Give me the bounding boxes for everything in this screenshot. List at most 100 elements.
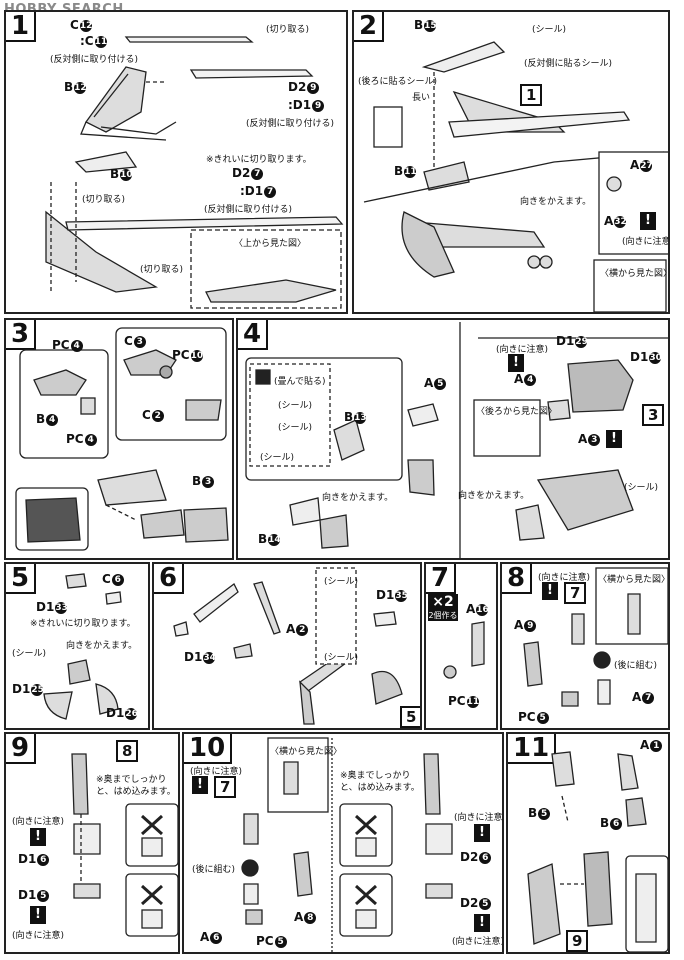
caution-note: (向きに注意) [454, 813, 504, 823]
label-a16: A16 [466, 602, 489, 616]
caution-icon: ! [474, 824, 490, 842]
label-d1-26: D126 [106, 706, 138, 720]
seal-note: (シール) [624, 483, 659, 493]
step-number: 3 [6, 320, 37, 350]
step-number: 9 [6, 734, 37, 764]
step-2-panel: 2 B15 (シール) (反対側に貼るシール) (後ろに貼るシール) 長い 1 … [352, 10, 670, 314]
step-number: 4 [238, 320, 269, 350]
legend-seal-ka: (シール) [278, 423, 313, 433]
note-reverse: (反対側に取り付ける) [204, 205, 293, 215]
legend-fold: (畳んで貼る) [274, 377, 326, 387]
ref-step-8: 8 [116, 740, 139, 762]
caution-note: (向きに注意) [538, 573, 591, 583]
make-two-note: 2個作る [428, 611, 458, 620]
caution-icon: ! [192, 776, 208, 794]
caution-icon: ! [542, 582, 558, 600]
seal-note: (シール) [12, 649, 47, 659]
caution-note: (向きに注意) [622, 237, 670, 247]
caution-note: (向きに注意) [452, 937, 504, 947]
top-view-caption: 〈上から見た図〉 [234, 239, 307, 249]
caution-icon: ! [30, 906, 46, 924]
side-view-caption: 〈横から見た図〉 [600, 269, 670, 279]
caution-icon: ! [606, 430, 622, 448]
step-4-drawing [245, 322, 668, 558]
step-7-drawing [443, 621, 485, 679]
step-11-drawing [527, 751, 668, 952]
caution-icon: ! [508, 354, 524, 372]
step-8-drawing [523, 567, 668, 707]
legend-seal-u: (シール) [278, 401, 313, 411]
seal-note: (シール) [324, 577, 359, 587]
step-number: 10 [184, 734, 233, 764]
step-number: 7 [426, 564, 457, 594]
ref-step-7: 7 [214, 776, 237, 798]
ref-step-5: 5 [400, 706, 420, 728]
press-in-note: ※奥までしっかりと、はめ込みます。 [340, 771, 420, 793]
step-1-drawing [45, 36, 344, 309]
label-b11: B11 [394, 164, 417, 178]
back-assembly-note: (後に組む) [614, 661, 658, 671]
label-c12: C12 [70, 18, 93, 32]
step-number: 8 [502, 564, 533, 594]
label-d1-33: D133 [36, 600, 68, 614]
label-pc11: PC11 [448, 694, 480, 708]
step-number: 5 [6, 564, 37, 594]
note-reverse: (反対側に取り付ける) [50, 55, 139, 65]
note-back-seal: (後ろに貼るシール) [358, 77, 438, 87]
turn-note: 向きをかえます。 [66, 641, 138, 651]
step-7-panel: 7 ×2 2個作る A16 PC11 [424, 562, 498, 730]
step-6-drawing [173, 567, 403, 725]
caution-icon: ! [640, 212, 656, 230]
label-d1-35: D135 [376, 588, 408, 602]
turn-note: 向きをかえます。 [322, 493, 394, 503]
label-pc10: PC10 [172, 348, 204, 362]
label-b12: B12 [64, 80, 87, 94]
caution-note: (向きに注意) [12, 931, 65, 941]
note-clean-cut: ※きれいに切り取ります。 [206, 155, 312, 165]
press-in-note: ※奥までしっかりと、はめ込みます。 [96, 775, 176, 797]
seal-note: (シール) [532, 25, 567, 35]
label-d1-34: D134 [184, 650, 216, 664]
label-d1-25: D125 [12, 682, 44, 696]
note-clean-cut: ※きれいに切り取ります。 [30, 619, 136, 629]
note-reverse-seal: (反対側に貼るシール) [524, 59, 613, 69]
step-5-drawing [43, 573, 122, 720]
seal-note: (シール) [324, 653, 359, 663]
step-9-drawing [71, 753, 178, 937]
label-d1-30: D130 [630, 350, 662, 364]
cut-note: (切り取る) [266, 25, 310, 35]
caution-icon: ! [474, 914, 490, 932]
step-number: 6 [154, 564, 185, 594]
label-d1-29: D129 [556, 334, 588, 348]
label-b10: B10 [110, 167, 133, 181]
label-b15: B15 [414, 18, 437, 32]
caution-note: (向きに注意) [12, 817, 65, 827]
turn-note: 向きをかえます。 [520, 197, 592, 207]
ref-step-7: 7 [564, 582, 587, 604]
label-c11: :C11 [80, 34, 108, 48]
